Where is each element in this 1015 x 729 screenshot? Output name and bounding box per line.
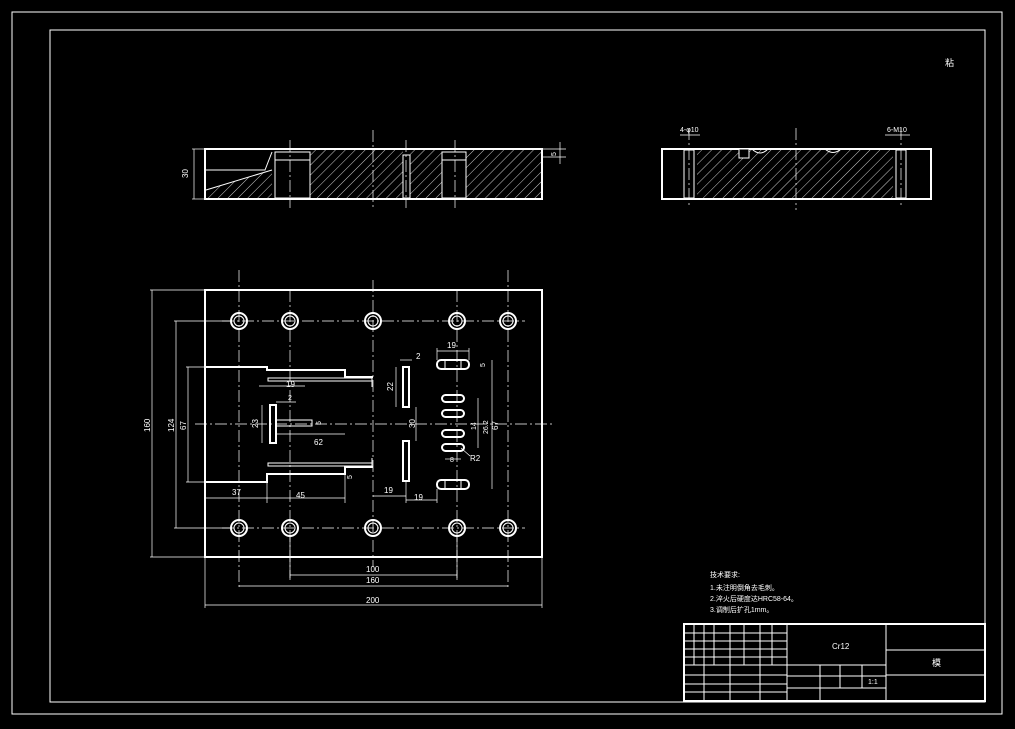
title-ratio: 1:1 <box>868 679 878 686</box>
dim-hole-pitch-height: 124 <box>167 418 176 432</box>
corner-mark: 粘 <box>945 57 954 68</box>
dim-small-2: 2 <box>288 395 292 402</box>
dim-19a: 19 <box>384 486 393 495</box>
dim-23: 23 <box>251 419 260 428</box>
side-hole-left: 4-φ10 <box>680 127 699 134</box>
tech-note-2: 2.淬火后硬度达HRC58-64。 <box>710 594 798 603</box>
tech-note-3: 3.调制后扩孔1mm。 <box>710 605 773 614</box>
dim-8: 8 <box>450 457 454 464</box>
dim-19b: 19 <box>414 493 423 502</box>
dim-67b: 67 <box>491 421 500 430</box>
hole-row-top <box>230 312 517 330</box>
tech-note-1: 1.未注明倒角去毛刺。 <box>710 583 779 592</box>
title-material: Cr12 <box>832 642 850 651</box>
side-hole-right: 6-M10 <box>887 127 907 134</box>
dim-37: 37 <box>232 488 241 497</box>
dim-14: 14 <box>471 422 478 430</box>
dim-bottom-total: 200 <box>366 596 380 605</box>
front-step-dim: 5 <box>551 152 558 156</box>
dim-overall-height: 160 <box>143 418 152 432</box>
front-height-dim: 30 <box>181 169 190 178</box>
dim-30: 30 <box>408 419 417 428</box>
inner-border <box>49 29 986 703</box>
tech-notes: 技术要求: 1.未注明倒角去毛刺。 2.淬火后硬度达HRC58-64。 3.调制… <box>710 570 798 614</box>
dim-bottom-outer: 160 <box>366 576 380 585</box>
title-part-name: 模 <box>932 658 941 668</box>
plan-view: 160 124 67 100 160 200 37 45 19 19 <box>143 270 552 608</box>
dim-5b: 5 <box>347 475 354 479</box>
dim-19-slot: 19 <box>286 380 295 389</box>
dim-45: 45 <box>296 491 305 500</box>
dim-slot-height: 67 <box>179 421 188 430</box>
dim-bottom-inner: 100 <box>366 565 380 574</box>
dim-top-2: 2 <box>416 352 421 361</box>
dim-5c: 5 <box>480 363 487 367</box>
front-section-view: 30 5 <box>181 130 566 210</box>
dim-r2: R2 <box>470 454 481 463</box>
dim-62: 62 <box>314 438 323 447</box>
dim-26-2: 26.2 <box>483 420 490 434</box>
side-section-view: 4-φ10 6-M10 <box>661 127 932 210</box>
dim-top-19: 19 <box>447 341 456 350</box>
title-block: Cr12 模 1:1 <box>683 623 986 702</box>
dim-22: 22 <box>386 382 395 391</box>
dim-5a: 5 <box>316 421 323 425</box>
outer-frame <box>11 11 1003 715</box>
tech-notes-title: 技术要求: <box>710 570 740 579</box>
